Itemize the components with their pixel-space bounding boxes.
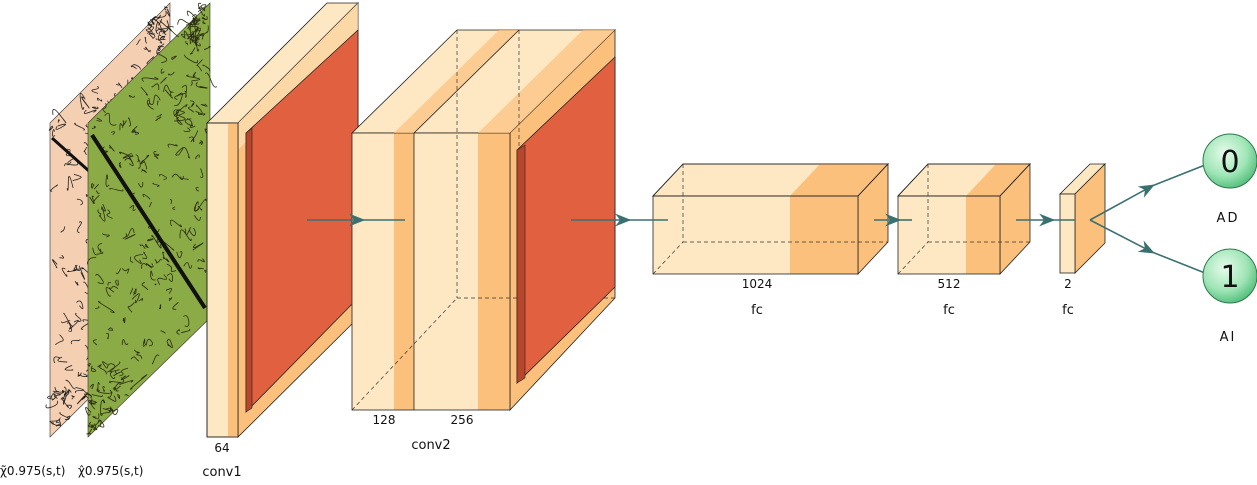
input-1-label: χ̃0.975(s,t) [0,464,65,478]
conv2-block [351,29,616,412]
fc3-name-label: fc [1062,303,1074,318]
conv1-name-label: conv1 [202,465,241,480]
conv1-block [206,2,359,438]
fc2-units-label: 512 [938,277,961,291]
arrow-to-output-ai [1089,219,1155,254]
conv2-name-label: conv2 [411,438,450,453]
conv1-channels-label: 64 [214,441,229,455]
fc1-name-label: fc [751,303,763,318]
output-node-ad: 0 AD [1202,133,1257,226]
arrow-to-output-ad [1089,184,1155,221]
output-ad-label: AD [1217,211,1240,226]
conv2-channels-b-label: 256 [451,413,474,427]
input-map-2 [82,2,218,438]
flow-arrows [307,164,1206,274]
fc3-block [1059,163,1106,274]
fc2-block [897,162,1031,276]
output-ai-label: AI [1220,330,1237,345]
fc2-name-label: fc [943,303,955,318]
output-ai-value: 1 [1220,260,1239,295]
fc3-units-label: 2 [1064,277,1072,291]
output-ad-value: 0 [1220,145,1239,180]
fc1-block [652,162,889,276]
fc1-units-label: 1024 [742,277,773,291]
conv2-channels-a-label: 128 [373,413,396,427]
input-2-label: χ̂0.975(s,t) [78,464,143,478]
output-node-ai: 1 AI [1202,248,1257,345]
input-2-diagonal-band [90,133,207,310]
